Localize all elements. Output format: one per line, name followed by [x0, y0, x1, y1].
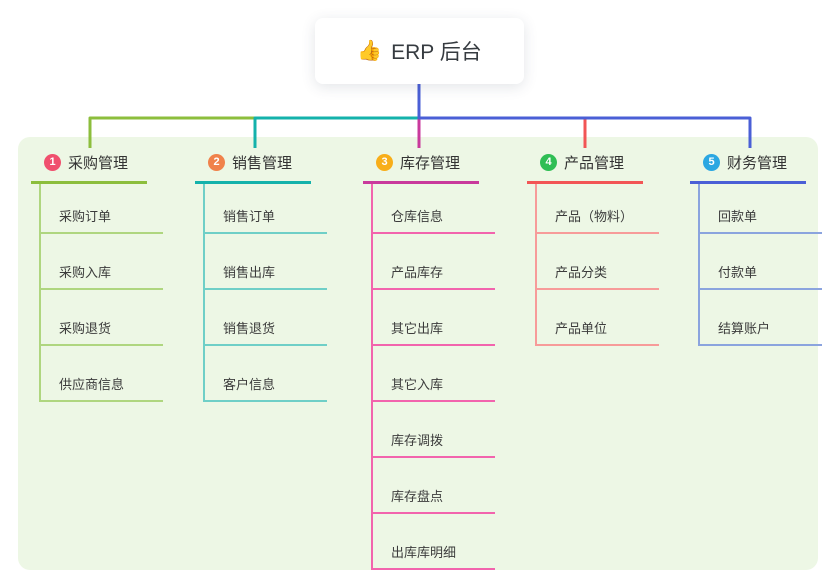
child-node[interactable]: 销售出库 — [205, 234, 327, 290]
branch-children: 销售订单 销售出库 销售退货 客户信息 — [203, 184, 327, 402]
child-node[interactable]: 采购退货 — [41, 290, 163, 346]
branch-product: 4 产品管理 产品（物料） 产品分类 产品单位 — [527, 147, 660, 346]
branch-inventory: 3 库存管理 仓库信息 产品库存 其它出库 其它入库 库存调拨 库存盘点 出库库… — [363, 147, 495, 570]
branch-number-badge: 5 — [703, 154, 720, 171]
branch-sales: 2 销售管理 销售订单 销售出库 销售退货 客户信息 — [195, 147, 327, 402]
branch-children: 回款单 付款单 结算账户 — [698, 184, 822, 346]
child-node[interactable]: 采购入库 — [41, 234, 163, 290]
branch-node-inventory[interactable]: 3 库存管理 — [363, 147, 479, 184]
branch-label: 财务管理 — [727, 155, 788, 172]
child-node[interactable]: 其它入库 — [373, 346, 495, 402]
branch-number-badge: 2 — [208, 154, 225, 171]
child-node[interactable]: 库存盘点 — [373, 458, 495, 514]
branch-number-badge: 3 — [376, 154, 393, 171]
branch-node-purchase[interactable]: 1 采购管理 — [31, 147, 147, 184]
branch-children: 仓库信息 产品库存 其它出库 其它入库 库存调拨 库存盘点 出库库明细 — [371, 184, 495, 570]
branch-node-sales[interactable]: 2 销售管理 — [195, 147, 311, 184]
child-node[interactable]: 采购订单 — [41, 184, 163, 234]
child-node[interactable]: 客户信息 — [205, 346, 327, 402]
branch-label: 采购管理 — [68, 155, 129, 172]
branch-number-badge: 1 — [44, 154, 61, 171]
child-node[interactable]: 销售退货 — [205, 290, 327, 346]
branch-node-finance[interactable]: 5 财务管理 — [690, 147, 806, 184]
child-node[interactable]: 仓库信息 — [373, 184, 495, 234]
branch-label: 库存管理 — [400, 155, 461, 172]
child-node[interactable]: 产品分类 — [537, 234, 659, 290]
branch-children: 产品（物料） 产品分类 产品单位 — [535, 184, 660, 346]
child-node[interactable]: 产品（物料） — [537, 184, 660, 234]
branch-children: 采购订单 采购入库 采购退货 供应商信息 — [39, 184, 163, 402]
child-node[interactable]: 其它出库 — [373, 290, 495, 346]
child-node[interactable]: 销售订单 — [205, 184, 327, 234]
child-node[interactable]: 库存调拨 — [373, 402, 495, 458]
child-node[interactable]: 回款单 — [700, 184, 822, 234]
child-node[interactable]: 出库库明细 — [373, 514, 495, 570]
child-node[interactable]: 结算账户 — [700, 290, 822, 346]
root-node-label: ERP 后台 — [391, 41, 482, 64]
branch-finance: 5 财务管理 回款单 付款单 结算账户 — [690, 147, 822, 346]
branches-panel — [18, 137, 818, 570]
branch-purchase: 1 采购管理 采购订单 采购入库 采购退货 供应商信息 — [31, 147, 163, 402]
branch-label: 销售管理 — [232, 155, 293, 172]
child-node[interactable]: 付款单 — [700, 234, 822, 290]
branch-node-product[interactable]: 4 产品管理 — [527, 147, 643, 184]
branch-label: 产品管理 — [564, 155, 625, 172]
branch-number-badge: 4 — [540, 154, 557, 171]
child-node[interactable]: 供应商信息 — [41, 346, 163, 402]
root-node[interactable]: 👍 ERP 后台 — [315, 18, 524, 84]
child-node[interactable]: 产品单位 — [537, 290, 659, 346]
child-node[interactable]: 产品库存 — [373, 234, 495, 290]
thumbs-up-icon: 👍 — [357, 40, 383, 62]
